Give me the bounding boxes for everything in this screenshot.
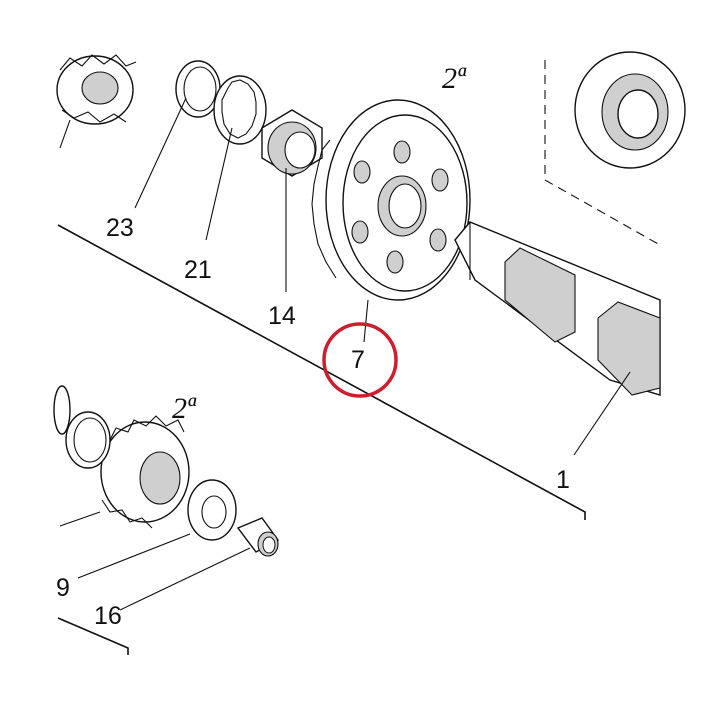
part-label-9: 9: [56, 574, 70, 602]
part-label-1: 1: [556, 466, 570, 494]
highlight-ring: [322, 322, 398, 398]
leader-19: [77, 533, 191, 579]
leader-21: [205, 127, 233, 241]
needle-bearing-14-icon: [261, 109, 323, 177]
leader-16: [119, 547, 251, 611]
frame-line-lower: [57, 617, 129, 655]
part-label-14: 14: [268, 302, 296, 330]
housing-dashed-outline: [544, 60, 661, 246]
leader-gear-bottom: [59, 511, 101, 527]
gear-bottom-icon: [53, 385, 190, 529]
part-label-16: 16: [94, 602, 122, 630]
gear-7-icon: [311, 99, 471, 301]
leader-1: [573, 371, 631, 456]
leader-gear-top-left: [59, 119, 71, 149]
gear-top-left-icon: [56, 54, 137, 125]
leader-23: [134, 97, 187, 209]
snap-ring-bottom-icon: [65, 411, 111, 469]
bearing-icon: [574, 51, 686, 169]
splined-washer-21-icon: [213, 75, 267, 145]
part-label-23: 23: [106, 214, 134, 242]
gear-top-ordinal-label: 2ª: [442, 62, 467, 95]
part-label-7: 7: [351, 346, 365, 374]
shaft-1-icon: [454, 221, 661, 396]
bushing-16-icon: [236, 517, 280, 557]
part-label-21: 21: [184, 256, 212, 284]
leader-7: [363, 299, 369, 343]
flat-washer-icon: [187, 479, 237, 541]
gear-bottom-ordinal-label: 2ª: [172, 392, 197, 425]
frame-line-upper: [57, 224, 586, 520]
